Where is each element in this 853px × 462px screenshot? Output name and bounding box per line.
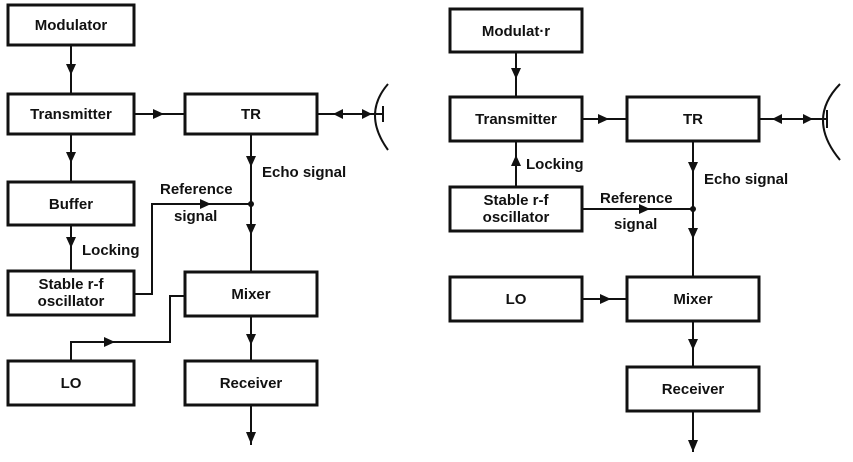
a-buffer-box: Buffer xyxy=(6,180,136,227)
b-modulator-box: Modulat·r xyxy=(448,7,584,54)
b-locking-label: Locking xyxy=(526,156,584,173)
diagram-a: Modulator Transmitter TR Buffer Stable r… xyxy=(6,3,389,445)
b-stable-osc-line1: Stable r-f xyxy=(483,192,549,209)
a-lo-label: LO xyxy=(61,375,82,392)
b-receiver-box: Receiver xyxy=(625,365,761,413)
diagram-b: Modulat·r Transmitter TR Stable r-f osci… xyxy=(448,7,841,452)
a-reference-line1: Reference xyxy=(160,181,233,198)
a-modulator-label: Modulator xyxy=(35,17,108,34)
a-modulator-box: Modulator xyxy=(6,3,136,47)
a-transmitter-label: Transmitter xyxy=(30,106,112,123)
a-mixer-label: Mixer xyxy=(231,286,270,303)
b-connections xyxy=(511,52,822,452)
b-lo-label: LO xyxy=(506,291,527,308)
b-stable-osc-box: Stable r-f oscillator xyxy=(448,185,584,233)
b-lo-box: LO xyxy=(448,275,584,323)
a-receiver-label: Receiver xyxy=(220,375,283,392)
a-receiver-box: Receiver xyxy=(183,359,319,407)
a-tr-box: TR xyxy=(183,92,319,136)
b-transmitter-label: Transmitter xyxy=(475,111,557,128)
a-transmitter-box: Transmitter xyxy=(6,92,136,136)
b-modulator-label: Modulat·r xyxy=(482,23,550,40)
b-reference-line1: Reference xyxy=(600,190,673,207)
a-reference-line2: signal xyxy=(174,208,217,225)
a-tr-label: TR xyxy=(241,106,261,123)
b-antenna-icon xyxy=(818,83,841,161)
a-stable-osc-line2: oscillator xyxy=(38,293,105,310)
b-echo-signal-label: Echo signal xyxy=(704,171,788,188)
b-receiver-label: Receiver xyxy=(662,381,725,398)
b-stable-osc-line2: oscillator xyxy=(483,209,550,226)
a-echo-signal-label: Echo signal xyxy=(262,164,346,181)
b-tr-box: TR xyxy=(625,95,761,143)
a-mixer-box: Mixer xyxy=(183,270,319,318)
b-tr-label: TR xyxy=(683,111,703,128)
b-mixer-box: Mixer xyxy=(625,275,761,323)
b-reference-line2: signal xyxy=(614,216,657,233)
a-buffer-label: Buffer xyxy=(49,196,93,213)
b-mixer-label: Mixer xyxy=(673,291,712,308)
b-transmitter-box: Transmitter xyxy=(448,95,584,143)
a-antenna-icon xyxy=(373,83,389,151)
a-connections xyxy=(66,45,378,445)
a-locking-label: Locking xyxy=(82,242,140,259)
a-stable-osc-line1: Stable r-f xyxy=(38,276,104,293)
a-stable-osc-box: Stable r-f oscillator xyxy=(6,269,136,317)
a-lo-box: LO xyxy=(6,359,136,407)
